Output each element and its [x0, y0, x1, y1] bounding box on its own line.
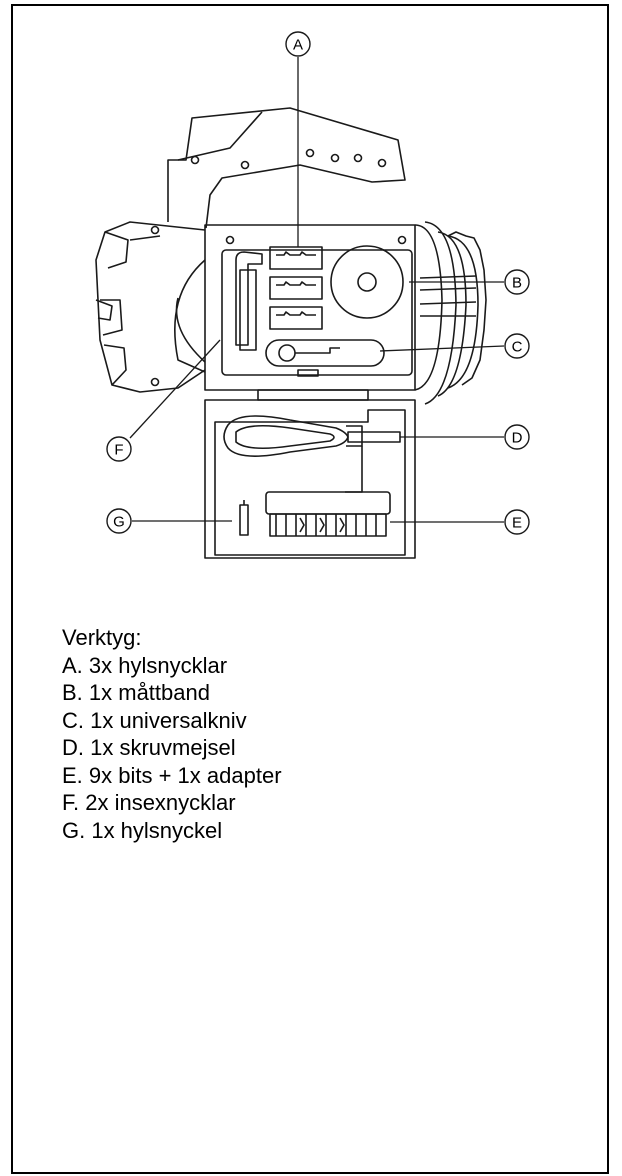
callout-f-label: F — [114, 442, 123, 459]
legend-heading: Verktyg: — [62, 625, 142, 650]
callout-d-label: D — [512, 430, 523, 447]
carry-handle — [167, 107, 406, 229]
callout-e-circle — [504, 509, 530, 535]
leader-lines — [129, 57, 505, 523]
lower-case-details — [214, 389, 406, 556]
legend-item-d: D. 1x skruvmejsel — [62, 735, 236, 760]
legend-item-f: F. 2x insexnycklar — [62, 790, 236, 815]
legend-item-e: E. 9x bits + 1x adapter — [62, 762, 282, 788]
callout-e-label: E — [512, 515, 522, 532]
figure-frame — [11, 4, 609, 1174]
legend-item-a: A. 3x hylsnycklar — [62, 652, 228, 678]
legend-item-b: B. 1x måttband — [62, 680, 210, 705]
tool-legend: Verktyg: A. 3x hylsnycklar B. 1x måttban… — [62, 624, 282, 844]
upper-case-details — [221, 235, 413, 377]
left-grip — [95, 221, 206, 393]
callout-c-circle — [504, 333, 530, 359]
callout-d-circle — [504, 424, 530, 450]
legend-item-c: C. 1x universalkniv — [62, 707, 247, 733]
callout-a-circle — [285, 31, 311, 57]
right-wheel — [414, 221, 487, 405]
callout-a-label: A — [293, 37, 303, 54]
callout-g-circle — [106, 508, 132, 534]
legend-item-g: G. 1x hylsnyckel — [62, 817, 223, 843]
callout-b-label: B — [512, 275, 522, 292]
callout-g-label: G — [113, 514, 125, 531]
toolkit-diagram: A B C D E F G — [95, 31, 530, 559]
callout-f-circle — [106, 436, 132, 462]
callout-b-circle — [504, 269, 530, 295]
callout-c-label: C — [512, 339, 523, 356]
